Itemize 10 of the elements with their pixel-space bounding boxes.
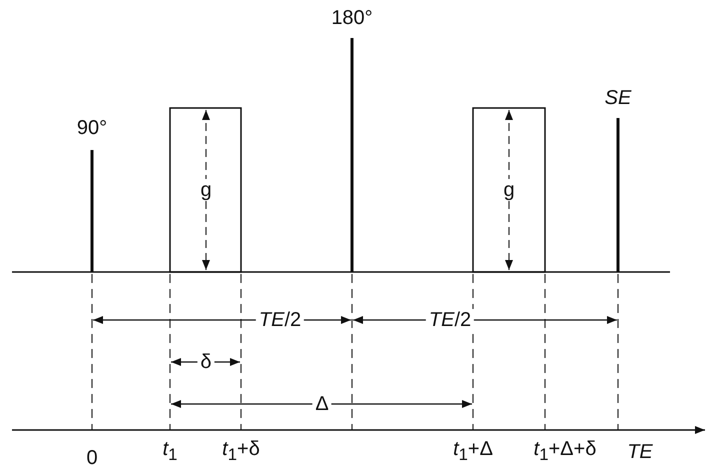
time-label: 0 (86, 447, 98, 469)
interval-label: TE/2 (426, 309, 474, 331)
time-label: t$_{1}$+Δ+δ (534, 438, 596, 466)
time-label: t$_{1}$+Δ (453, 438, 493, 466)
pulse-label: 90° (76, 117, 108, 139)
time-label: TE (627, 441, 653, 463)
echo-label: SE (604, 87, 632, 109)
time-label: t$_{1}$+δ (222, 438, 260, 466)
time-label: t$_{1}$ (162, 438, 178, 466)
pulse-label: 180° (331, 7, 373, 29)
